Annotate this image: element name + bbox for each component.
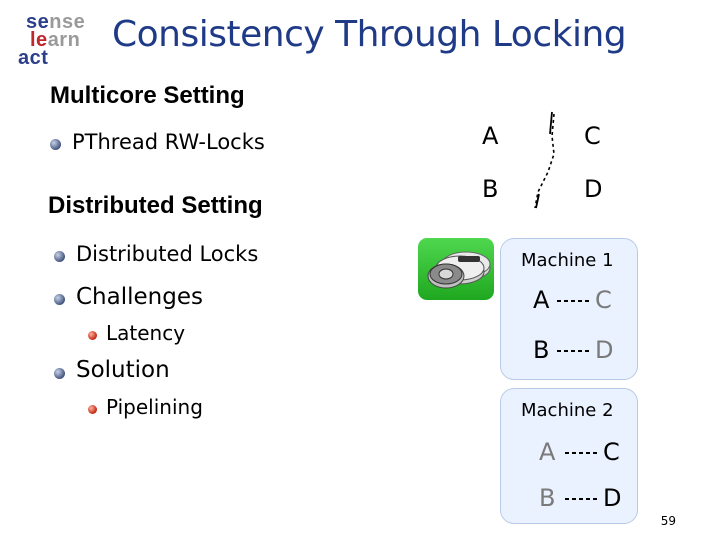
bullet-pthread-rw-locks: PThread RW-Locks (72, 130, 265, 154)
sub-bullet-latency: Latency (106, 321, 186, 345)
node-c: C (603, 438, 620, 466)
logo-text-se: se (26, 11, 50, 33)
bullet-dot (54, 294, 65, 305)
logo-text-a: a (18, 47, 30, 69)
node-d-ghost: D (595, 336, 614, 364)
bullet-distributed-locks: Distributed Locks (76, 242, 259, 266)
node-b: B (482, 175, 499, 203)
machine-1-links (557, 300, 589, 352)
bullet-solution: Solution (76, 357, 170, 383)
logo-text-ct: ct (29, 47, 49, 69)
bullet-challenges: Challenges (76, 284, 203, 310)
node-a-ghost: A (539, 438, 556, 466)
node-a: A (482, 122, 499, 150)
bullet-dot (54, 251, 65, 262)
machine-label: Machine 2 (521, 400, 614, 421)
cores-separator-lines (534, 111, 555, 209)
hard-drive-stack-icon (427, 251, 491, 289)
node-c: C (584, 122, 601, 150)
heading-distributed-setting: Distributed Setting (48, 192, 263, 219)
logo-text-le: le (30, 29, 48, 51)
slide-title: Consistency Through Locking (112, 14, 627, 55)
node-b: B (533, 336, 550, 364)
machine-label: Machine 1 (521, 250, 614, 271)
node-d: D (603, 484, 622, 512)
logo-text-nse: nse (49, 11, 86, 33)
node-b-ghost: B (539, 484, 556, 512)
bullet-dot (54, 368, 65, 379)
logo-text-arn: arn (47, 29, 81, 51)
disk-icon-box (418, 238, 494, 300)
node-c-ghost: C (595, 286, 612, 314)
node-a: A (533, 286, 550, 314)
page-number: 59 (660, 514, 676, 528)
machine-2-links (565, 452, 597, 500)
sub-bullet-dot (88, 405, 97, 414)
multicore-lock-diagram: A C B D (470, 110, 620, 210)
sub-bullet-pipelining: Pipelining (106, 395, 203, 419)
node-d: D (584, 175, 603, 203)
bullet-dot (50, 139, 61, 150)
sub-bullet-dot (88, 331, 97, 340)
machine-1-panel: Machine 1 A C B D (500, 238, 638, 380)
heading-multicore-setting: Multicore Setting (50, 82, 245, 109)
machine-2-panel: Machine 2 A C B D (500, 388, 638, 524)
sense-learn-act-logo: sense learn act (14, 8, 94, 68)
